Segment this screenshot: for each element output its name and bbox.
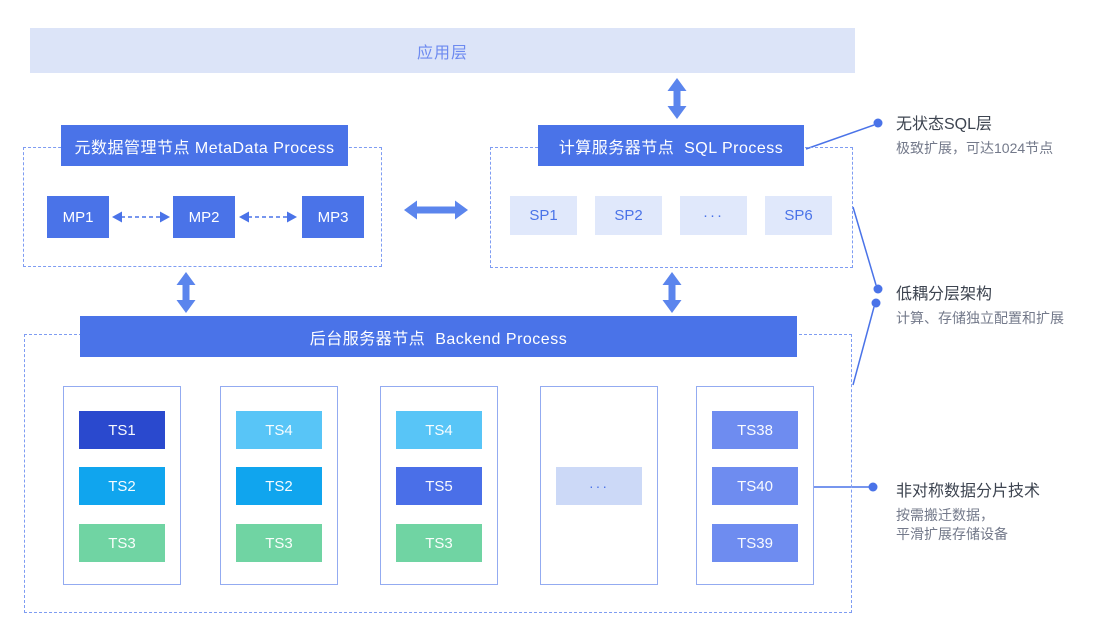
metadata-process-header: 元数据管理节点 MetaData Process bbox=[61, 125, 348, 166]
ts-box: TS4 bbox=[396, 411, 482, 449]
storage-ellipsis-box: ··· bbox=[556, 467, 642, 505]
storage-column-4: ··· bbox=[540, 386, 658, 585]
annotation-sub: 平滑扩展存储设备 bbox=[896, 526, 1008, 542]
annotation-title: 非对称数据分片技术 bbox=[896, 483, 1041, 500]
sp6-node: SP6 bbox=[765, 196, 832, 235]
leader-line bbox=[852, 206, 883, 294]
storage-column-3: TS4 TS5 TS3 bbox=[380, 386, 498, 585]
ts-box: TS40 bbox=[712, 467, 798, 505]
application-layer-label: 应用层 bbox=[416, 44, 468, 62]
storage-column-5: TS38 TS40 TS39 bbox=[696, 386, 814, 585]
annotation-sub: 计算、存储独立配置和扩展 bbox=[896, 310, 1064, 326]
annotation-title: 低耦分层架构 bbox=[896, 286, 993, 303]
ts-box: TS1 bbox=[79, 411, 165, 449]
sp-ellipsis-node: ··· bbox=[680, 196, 747, 235]
backend-process-header: 后台服务器节点 Backend Process bbox=[80, 316, 797, 357]
annotation-title: 无状态SQL层 bbox=[896, 116, 993, 133]
ts-box: TS2 bbox=[79, 467, 165, 505]
ts-box: TS3 bbox=[396, 524, 482, 562]
sp2-node: SP2 bbox=[595, 196, 662, 235]
ts-box: TS2 bbox=[236, 467, 322, 505]
application-layer-banner: 应用层 bbox=[30, 28, 855, 73]
bullet-dot bbox=[871, 298, 881, 308]
ts-box: TS39 bbox=[712, 524, 798, 562]
ts-box: TS3 bbox=[236, 524, 322, 562]
ts-box: TS3 bbox=[79, 524, 165, 562]
double-arrow-vertical-icon bbox=[662, 272, 682, 313]
annotation-sub: 按需搬迁数据， bbox=[896, 507, 994, 523]
double-arrow-horizontal-icon bbox=[404, 200, 468, 220]
leader-line bbox=[805, 118, 883, 150]
double-arrow-vertical-icon bbox=[176, 272, 196, 313]
bullet-dot bbox=[873, 118, 883, 128]
sql-process-header: 计算服务器节点 SQL Process bbox=[538, 125, 804, 166]
bullet-dot bbox=[873, 284, 883, 294]
mp3-node: MP3 bbox=[302, 196, 364, 238]
ts-box: TS5 bbox=[396, 467, 482, 505]
ts-box: TS4 bbox=[236, 411, 322, 449]
bullet-dot bbox=[868, 482, 878, 492]
sp1-node: SP1 bbox=[510, 196, 577, 235]
storage-column-1: TS1 TS2 TS3 bbox=[63, 386, 181, 585]
mp2-node: MP2 bbox=[173, 196, 235, 238]
storage-column-2: TS4 TS2 TS3 bbox=[220, 386, 338, 585]
annotation-stateless-sql: 无状态SQL层 极致扩展，可达1024节点 bbox=[896, 110, 1106, 158]
annotation-sub: 极致扩展，可达1024节点 bbox=[896, 140, 1054, 156]
leader-line bbox=[852, 298, 881, 386]
double-arrow-vertical-icon bbox=[667, 78, 687, 119]
mp1-node: MP1 bbox=[47, 196, 109, 238]
ts-box: TS38 bbox=[712, 411, 798, 449]
annotation-data-sharding: 非对称数据分片技术 按需搬迁数据， 平滑扩展存储设备 bbox=[896, 477, 1106, 544]
annotation-layered-arch: 低耦分层架构 计算、存储独立配置和扩展 bbox=[896, 280, 1106, 328]
